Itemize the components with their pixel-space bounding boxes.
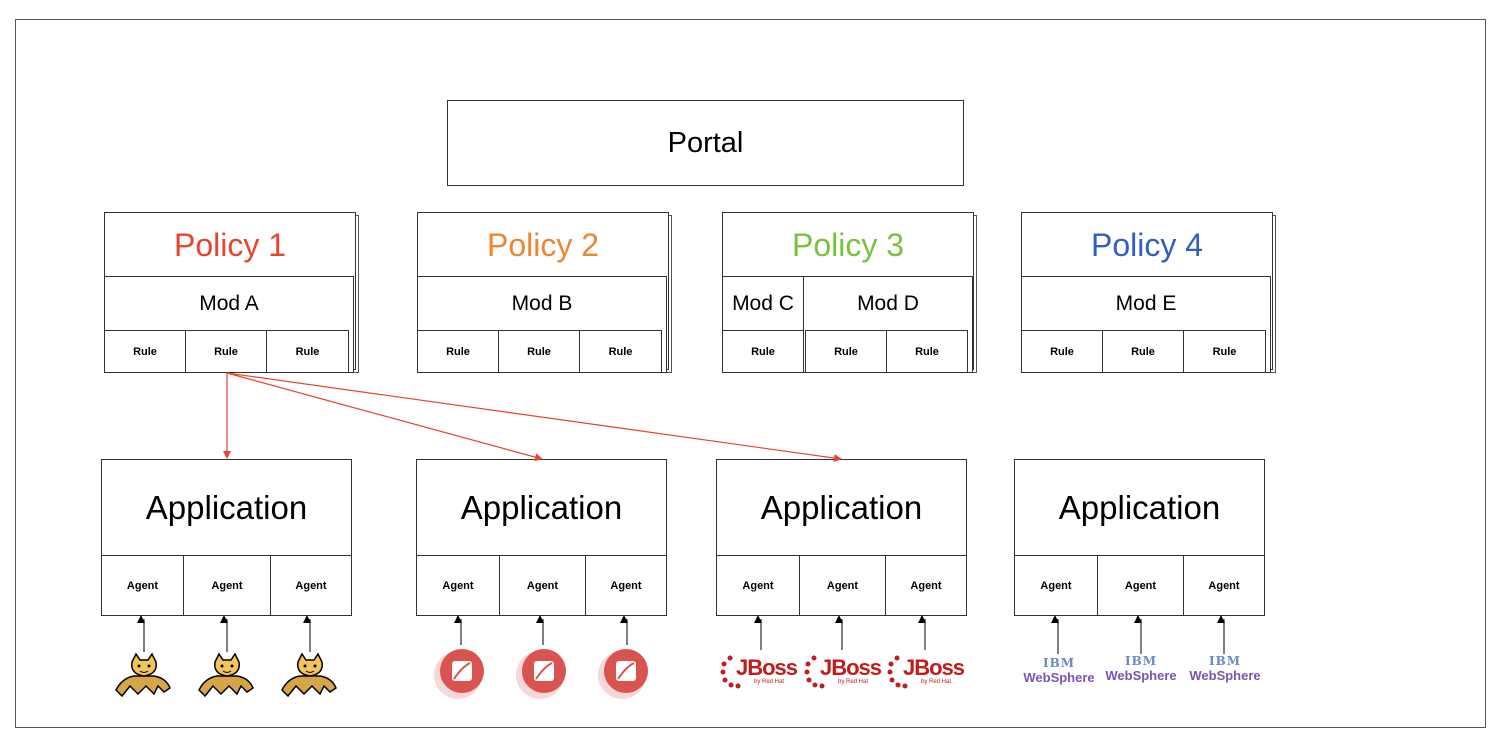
application-4-agent-2: Agent (1097, 555, 1184, 616)
websphere-text: WebSphere (1023, 670, 1095, 685)
jboss-sub: by Red Hat (921, 679, 952, 685)
application-3-agent-2: Agent (799, 555, 886, 616)
openliberty-icon (434, 649, 484, 699)
jboss-dots-icon (804, 655, 825, 689)
application-4: Application Agent Agent Agent (1014, 459, 1265, 616)
websphere-logo: IBM WebSphere (1101, 654, 1181, 684)
openliberty-icon (516, 649, 566, 699)
policy-1-rule-2: Rule (185, 330, 267, 373)
application-1-title: Application (145, 489, 308, 526)
application-3-title: Application (760, 489, 923, 526)
policy-4-rule-2: Rule (1102, 330, 1184, 373)
policy-1-rule-1: Rule (104, 330, 186, 373)
application-4-agent-3: Agent (1183, 555, 1265, 616)
websphere-logo: IBM WebSphere (1019, 656, 1099, 686)
application-2-title: Application (460, 489, 623, 526)
application-2-agent-2: Agent (499, 555, 586, 616)
policy-4-rule-3: Rule (1183, 330, 1266, 373)
application-1: Application Agent Agent Agent (101, 459, 352, 616)
application-2-agent-3: Agent (585, 555, 667, 616)
application-3-agent-3: Agent (885, 555, 967, 616)
portal-box: Portal (447, 100, 964, 186)
application-3: Application Agent Agent Agent (716, 459, 967, 616)
policy-3-rule-2: Rule (805, 330, 887, 373)
policy-3-rule-1: Rule (722, 330, 804, 373)
policy-1-title: Policy 1 (173, 226, 287, 263)
jboss-logo: JBoss by Red Hat (720, 652, 800, 692)
jboss-dots-icon (887, 655, 908, 689)
application-1-agent-1: Agent (101, 555, 184, 616)
mod-e-label: Mod E (1115, 292, 1177, 315)
ibm-text: IBM (1208, 654, 1242, 668)
application-1-agent-2: Agent (183, 555, 271, 616)
application-3-agent-1: Agent (716, 555, 800, 616)
jboss-logo: JBoss by Red Hat (804, 652, 884, 692)
websphere-text: WebSphere (1189, 668, 1261, 683)
jboss-logo: JBoss by Red Hat (887, 652, 967, 692)
policy-2-rule-3: Rule (579, 330, 662, 373)
policy-2-title: Policy 2 (486, 226, 600, 263)
policy-2-rule-1: Rule (417, 330, 499, 373)
ibm-text: IBM (1124, 654, 1158, 668)
policy-3-title: Policy 3 (791, 226, 905, 263)
policy-3-rule-3: Rule (886, 330, 968, 373)
openliberty-icon (598, 649, 648, 699)
jboss-text: JBoss (820, 655, 882, 680)
policy-4-title: Policy 4 (1090, 226, 1204, 263)
mod-c-label: Mod C (732, 292, 794, 315)
application-2: Application Agent Agent Agent (416, 459, 667, 616)
mod-d-label: Mod D (857, 292, 919, 315)
policy-4-rule-1: Rule (1021, 330, 1103, 373)
portal-label: Portal (667, 126, 744, 159)
websphere-logo: IBM WebSphere (1185, 654, 1265, 684)
tomcat-icon (115, 652, 171, 698)
application-4-title: Application (1058, 489, 1221, 526)
jboss-text: JBoss (903, 655, 965, 680)
application-1-agent-3: Agent (270, 555, 352, 616)
jboss-sub: by Red Hat (754, 679, 785, 685)
websphere-text: WebSphere (1105, 668, 1177, 683)
jboss-text: JBoss (736, 655, 798, 680)
tomcat-icon (281, 652, 337, 698)
mod-b-label: Mod B (511, 292, 573, 315)
tomcat-icon (198, 652, 254, 698)
jboss-sub: by Red Hat (838, 679, 869, 685)
ibm-text: IBM (1042, 656, 1076, 670)
policy-2-rule-2: Rule (498, 330, 580, 373)
application-2-agent-1: Agent (416, 555, 500, 616)
mod-a-label: Mod A (199, 292, 259, 315)
jboss-dots-icon (720, 655, 741, 689)
policy-1-rule-3: Rule (266, 330, 349, 373)
application-4-agent-1: Agent (1014, 555, 1098, 616)
